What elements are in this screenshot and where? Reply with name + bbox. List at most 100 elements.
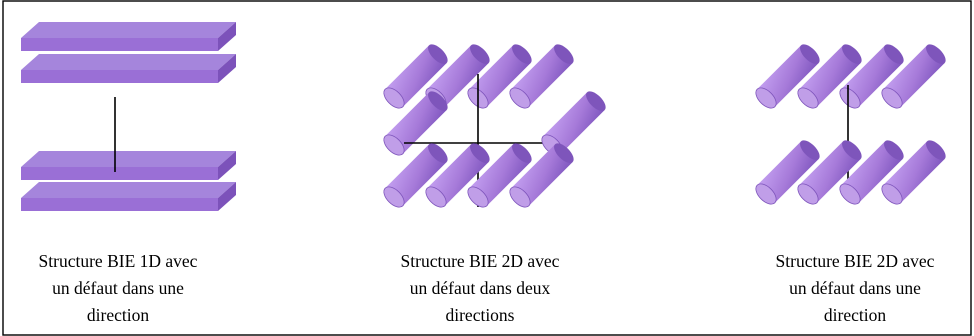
- rod-far-end: [554, 44, 574, 64]
- dielectric-rod: [383, 143, 448, 208]
- dielectric-slab: [21, 54, 236, 83]
- caption-2-line-3: directions: [445, 305, 515, 325]
- rod-far-end: [884, 140, 904, 160]
- dielectric-rod: [881, 44, 946, 109]
- caption-2d-one-direction: Structure BIE 2D avec un défaut dans une…: [736, 248, 974, 329]
- rod-body: [883, 45, 945, 107]
- caption-2-line-1: Structure BIE 2D avec: [400, 251, 560, 271]
- slab-top-face: [21, 54, 236, 70]
- dielectric-slab: [21, 22, 236, 51]
- dielectric-rod: [425, 143, 490, 208]
- dielectric-rod: [509, 143, 574, 208]
- rod-cap: [509, 87, 531, 109]
- rod-far-end: [428, 44, 448, 64]
- rod-far-end: [470, 143, 490, 163]
- rod-cap: [383, 87, 405, 109]
- dielectric-rod: [797, 140, 862, 205]
- slab-side-face: [218, 54, 236, 83]
- rod-far-end: [512, 44, 532, 64]
- caption-1-line-3: direction: [86, 305, 150, 325]
- rod-far-end: [512, 143, 532, 163]
- caption-3-line-3: direction: [823, 305, 887, 325]
- dielectric-rod: [755, 140, 820, 205]
- rod-body: [427, 144, 489, 206]
- rod-body: [799, 45, 861, 107]
- panel-1d-structure: [21, 22, 236, 211]
- dielectric-rod: [755, 44, 820, 109]
- slab-front-face: [21, 38, 218, 51]
- rod-far-end: [554, 143, 574, 163]
- rod-far-end: [800, 140, 820, 160]
- slab-side-face: [218, 182, 236, 211]
- rod-cap: [839, 183, 861, 205]
- rod-cap: [755, 183, 777, 205]
- rod-cap: [383, 186, 405, 208]
- rod-body: [757, 141, 819, 203]
- rod-far-end: [926, 44, 946, 64]
- dielectric-rod: [881, 140, 946, 205]
- dielectric-rod: [839, 140, 904, 205]
- rod-body: [469, 144, 531, 206]
- rod-cap: [839, 87, 861, 109]
- rod-far-end: [428, 91, 448, 111]
- caption-1-line-2: un défaut dans une: [52, 278, 184, 298]
- rod-far-end: [470, 44, 490, 64]
- slab-side-face: [218, 151, 236, 180]
- rod-body: [841, 141, 903, 203]
- rod-body: [385, 45, 447, 107]
- caption-1-line-1: Structure BIE 1D avec: [38, 251, 198, 271]
- dielectric-rod: [509, 44, 574, 109]
- rod-body: [385, 92, 447, 154]
- rod-far-end: [842, 44, 862, 64]
- caption-2d-two-directions: Structure BIE 2D avec un défaut dans deu…: [360, 248, 600, 329]
- dielectric-rod: [383, 44, 448, 109]
- rod-body: [427, 45, 489, 107]
- panel-2d-one-direction-defect: [755, 44, 946, 205]
- rod-cap: [797, 183, 819, 205]
- dielectric-slab: [21, 151, 236, 180]
- rod-far-end: [586, 91, 606, 111]
- slab-top-face: [21, 22, 236, 38]
- rod-body: [385, 144, 447, 206]
- slab-side-face: [218, 22, 236, 51]
- slab-front-face: [21, 167, 218, 180]
- rod-cap: [383, 134, 405, 156]
- dielectric-rod: [467, 44, 532, 109]
- rod-far-end: [926, 140, 946, 160]
- rod-far-end: [842, 140, 862, 160]
- rod-cap: [881, 87, 903, 109]
- dielectric-rod: [383, 91, 448, 156]
- caption-1d-structure: Structure BIE 1D avec un défaut dans une…: [0, 248, 236, 329]
- caption-3-line-2: un défaut dans une: [789, 278, 921, 298]
- rod-cap: [425, 186, 447, 208]
- caption-3-line-1: Structure BIE 2D avec: [775, 251, 935, 271]
- rod-far-end: [800, 44, 820, 64]
- rod-cap: [797, 87, 819, 109]
- slab-front-face: [21, 70, 218, 83]
- caption-2-line-2: un défaut dans deux: [409, 278, 551, 298]
- slab-top-face: [21, 151, 236, 167]
- rod-far-end: [884, 44, 904, 64]
- dielectric-rod: [541, 91, 606, 156]
- dielectric-slab: [21, 182, 236, 211]
- rod-body: [757, 45, 819, 107]
- rod-cap: [881, 183, 903, 205]
- dielectric-rod: [839, 44, 904, 109]
- rod-far-end: [428, 143, 448, 163]
- rod-body: [469, 45, 531, 107]
- rod-cap: [755, 87, 777, 109]
- panel-2d-two-direction-defect: [383, 44, 606, 208]
- rod-body: [799, 141, 861, 203]
- rod-body: [511, 144, 573, 206]
- rod-body: [543, 92, 605, 154]
- rod-body: [841, 45, 903, 107]
- dielectric-rod: [467, 143, 532, 208]
- rod-body: [883, 141, 945, 203]
- slab-front-face: [21, 198, 218, 211]
- rod-cap: [467, 186, 489, 208]
- slab-top-face: [21, 182, 236, 198]
- rod-cap: [509, 186, 531, 208]
- dielectric-rod: [797, 44, 862, 109]
